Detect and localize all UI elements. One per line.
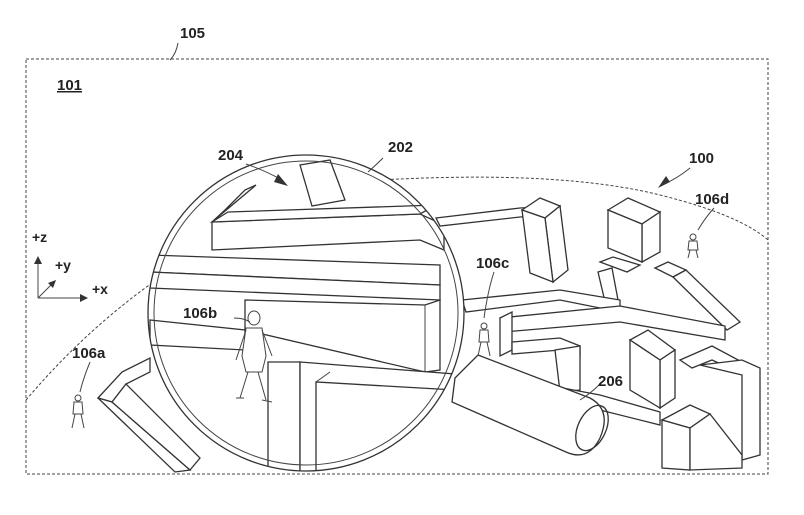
label-202: 202: [388, 139, 413, 156]
axis-label-z: +z: [32, 229, 47, 245]
label-105: 105: [180, 25, 205, 42]
label-106b: 106b: [183, 305, 217, 322]
avatar-106d: [688, 234, 698, 258]
label-206: 206: [598, 373, 623, 390]
axis-label-y: +y: [55, 257, 71, 273]
avatar-106c: [478, 323, 490, 356]
label-106d: 106d: [695, 191, 729, 208]
label-100: 100: [689, 150, 714, 167]
label-204: 204: [218, 147, 244, 164]
label-101: 101: [57, 77, 82, 94]
axis-label-x: +x: [92, 281, 108, 297]
label-106c: 106c: [476, 255, 509, 272]
avatar-106a: [72, 395, 84, 428]
label-106a: 106a: [72, 345, 106, 362]
magnifier-handle: [452, 355, 615, 456]
